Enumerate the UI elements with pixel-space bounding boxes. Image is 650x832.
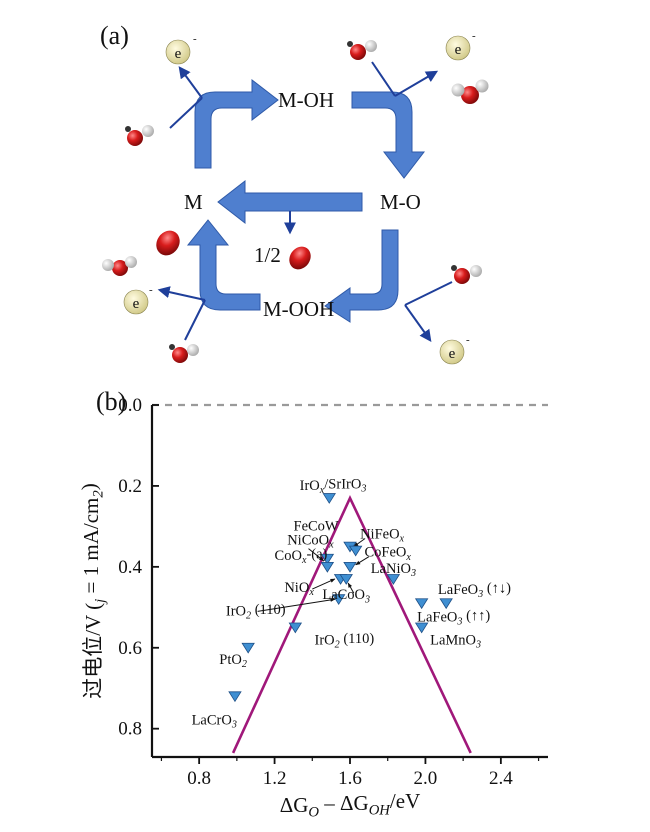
- electron-3: e -: [123, 284, 153, 315]
- y-tick-label: 0.2: [118, 476, 142, 497]
- x-tick-label: 1.2: [263, 768, 287, 789]
- arrow-h2o-in-3: [404, 281, 453, 306]
- y-tick-label: 0.6: [118, 638, 142, 659]
- arrow-e-out-1: [178, 66, 203, 99]
- electron-4: e -: [439, 334, 470, 365]
- data-point: [241, 642, 255, 654]
- volcano-line: [231, 494, 472, 754]
- x-tick-label: 1.6: [338, 768, 362, 789]
- cycle-arrows: [186, 78, 426, 323]
- point-label: NiFeOx: [360, 527, 404, 545]
- panel-a-mechanism: (a) M-OH M-O M-OOH M 1/2: [100, 21, 489, 365]
- point-label: LaMnO3: [430, 633, 481, 651]
- point-label: LaFeO3 (↑↑): [417, 608, 490, 627]
- arrow-moh-to-mo: [351, 91, 426, 179]
- arrow-h2o-in-1: [169, 97, 203, 129]
- oxygen-molecule-1: [156, 230, 180, 256]
- point-label: LaCoO3: [322, 587, 370, 605]
- y-tick-label: 0.8: [118, 719, 142, 740]
- pointer-arrow: [312, 578, 336, 590]
- data-point: [348, 545, 363, 557]
- point-label: LaNiO3: [371, 561, 416, 579]
- svg-text:e: e: [175, 46, 182, 62]
- panel-a-label: (a): [100, 21, 129, 50]
- arrow-mooh-to-m: [186, 219, 261, 311]
- data-point: [320, 561, 335, 573]
- data-point: [322, 493, 336, 504]
- panel-b-label: (b): [96, 387, 126, 416]
- point-label: IrO2 (110): [314, 631, 374, 650]
- node-m: M: [184, 190, 203, 214]
- point-label: NiCoOx: [287, 533, 334, 551]
- arrow-e-out-4: [157, 286, 206, 301]
- svg-text:e: e: [449, 346, 456, 362]
- water-molecule-2: [347, 40, 377, 60]
- data-point: [386, 574, 401, 585]
- node-m-ooh: M-OOH: [263, 297, 334, 321]
- half-o2-label: 1/2: [254, 243, 281, 267]
- point-label: PtO2: [219, 652, 247, 670]
- water-molecule-3: [451, 79, 489, 104]
- water-molecule-4: [102, 256, 137, 276]
- svg-text:e: e: [455, 42, 462, 58]
- svg-text:-: -: [149, 284, 153, 296]
- x-tick-label: 0.8: [187, 768, 211, 789]
- plot-area: 0.0 0.2 0.4 0.6 0.8 0.8 1.2 1.6 2.0 2.4 IrOx/SrIrO…: [77, 395, 548, 820]
- data-point: [414, 622, 429, 634]
- water-molecule-6: [169, 344, 199, 363]
- data-point: [288, 622, 303, 634]
- arrow-mo-to-m: [217, 179, 363, 225]
- x-tick-label: 2.0: [414, 768, 438, 789]
- node-m-oh: M-OH: [278, 88, 334, 112]
- y-axis-label: 过电位/V (j = 1 mA/cm2): [77, 483, 108, 698]
- point-label: NiOx: [284, 580, 314, 598]
- arrow-h2o-in-4: [184, 299, 206, 341]
- y-tick-label: 0.0: [118, 395, 142, 416]
- small-arrows: [157, 61, 453, 342]
- electron-1: e -: [165, 33, 197, 65]
- svg-text:e: e: [133, 296, 140, 312]
- y-tick-label: 0.4: [118, 557, 142, 578]
- arrow-e-out-3: [404, 304, 432, 342]
- point-label: FeCoW: [294, 518, 339, 534]
- water-molecule-1: [125, 125, 154, 146]
- x-tick-label: 2.4: [489, 768, 513, 789]
- pointer-arrow: [355, 556, 370, 566]
- arrow-mo-to-mooh: [324, 229, 399, 323]
- arrow-m-to-moh: [194, 78, 279, 169]
- x-axis-label: ΔGO – ΔGOH/eV: [280, 789, 421, 820]
- data-point: [414, 598, 429, 610]
- electron-2: e -: [445, 30, 476, 61]
- panel-b-volcano-plot: (b) 0.0 0.2 0.4 0.6 0.8 0.8 1.2 1.6 2.0 2.4 IrOx/S…: [77, 387, 548, 820]
- node-m-o: M-O: [380, 190, 421, 214]
- arrow-h2o-in-2: [371, 61, 396, 97]
- point-label: CoOx-(a): [275, 547, 328, 566]
- point-label: IrO2 (110): [226, 602, 286, 621]
- data-point: [331, 594, 346, 606]
- data-point: [339, 574, 353, 585]
- data-point: [228, 691, 242, 703]
- svg-text:-: -: [472, 30, 476, 42]
- pointer-arrow: [308, 548, 324, 562]
- point-label: LaCrO3: [192, 713, 237, 731]
- pointer-arrow: [353, 538, 366, 548]
- oxygen-molecule-2: [289, 246, 311, 270]
- svg-text:-: -: [466, 334, 470, 346]
- pointer-arrow: [347, 582, 355, 594]
- data-point: [439, 598, 453, 610]
- point-label: IrOx/SrIrO3: [300, 477, 367, 496]
- data-point: [343, 561, 357, 573]
- water-molecule-5: [451, 265, 482, 284]
- point-label: CoFeOx: [365, 545, 412, 563]
- arrow-e-out-2: [394, 70, 439, 97]
- data-point: [320, 553, 335, 565]
- pointer-arrow: [257, 597, 336, 612]
- point-label: LaFeO3 (↑↓): [438, 581, 511, 600]
- svg-text:-: -: [193, 33, 197, 45]
